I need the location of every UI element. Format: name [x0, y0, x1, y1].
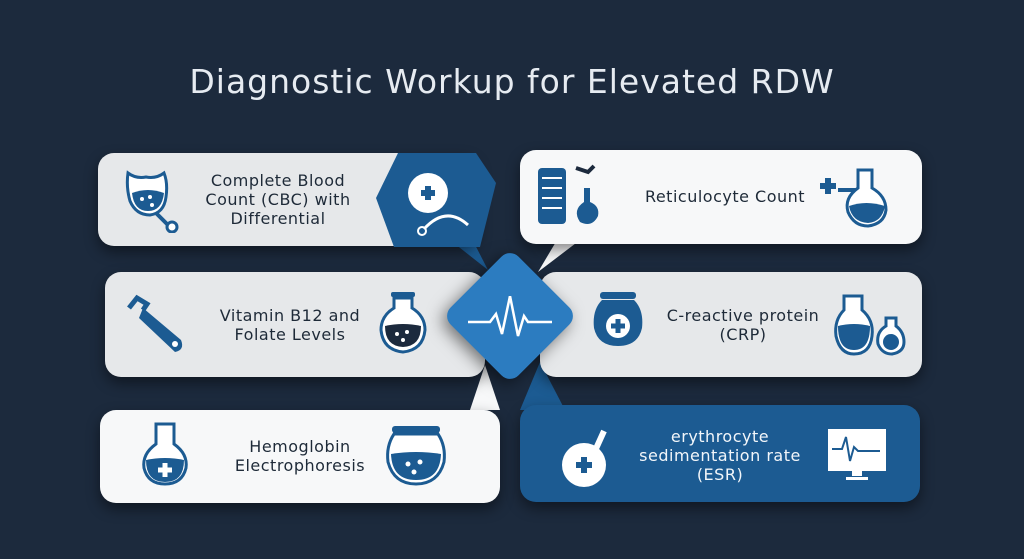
page-title: Diagnostic Workup for Elevated RDW — [189, 62, 835, 101]
card-label: Complete Blood Count (CBC) with Differen… — [205, 171, 351, 228]
ecg-monitor-icon — [828, 429, 886, 480]
heartbeat-icon — [468, 296, 552, 337]
card-hemoglobin[interactable]: Hemoglobin Electrophoresis — [100, 410, 500, 503]
card-label: C-reactive protein (CRP) — [666, 306, 820, 344]
flask-icon — [379, 292, 427, 354]
card-label: Vitamin B12 and Folate Levels — [219, 306, 361, 344]
card-label: erythrocyte sedimentation rate (ESR) — [639, 427, 801, 484]
card-vitamin[interactable]: Vitamin B12 and Folate Levels — [105, 272, 485, 377]
flask-plus-icon — [142, 422, 188, 486]
card-label: Reticulocyte Count — [644, 187, 806, 206]
card-esr[interactable]: erythrocyte sedimentation rate (ESR) — [520, 405, 920, 502]
card-crp[interactable]: C-reactive protein (CRP) — [540, 272, 922, 377]
jar-plus-icon — [593, 292, 643, 346]
test-tube-rack-icon — [538, 164, 599, 224]
jar-icon — [386, 426, 446, 486]
flasks-icon — [834, 294, 906, 356]
flask-plus-icon — [820, 168, 888, 228]
card-label: Hemoglobin Electrophoresis — [234, 437, 366, 475]
card-reticulocyte[interactable]: Reticulocyte Count — [520, 150, 922, 244]
blood-sample-icon — [125, 170, 179, 233]
test-tube-plus-icon — [562, 429, 607, 487]
test-tube-icon — [127, 294, 183, 352]
stethoscope-plus-icon — [376, 153, 496, 247]
